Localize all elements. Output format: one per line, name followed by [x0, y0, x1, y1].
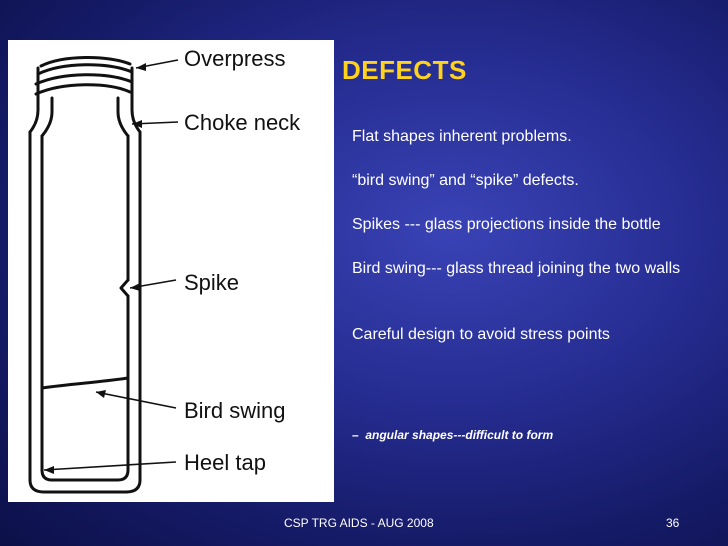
body-line-bird-swing: Bird swing--- glass thread joining the t…: [352, 260, 681, 277]
thread-ring: [34, 83, 132, 96]
bottle-defects-diagram: Overpress Choke neck Spike Bird swing He…: [8, 40, 334, 502]
body-line-spikes: Spikes --- glass projections inside the …: [352, 216, 661, 233]
thread-ring-top: [39, 56, 132, 68]
footer-text: CSP TRG AIDS - AUG 2008: [284, 516, 434, 530]
label-spike: Spike: [184, 270, 239, 295]
body-line-careful-design: Careful design to avoid stress points: [352, 326, 610, 343]
bird-swing-defect: [40, 376, 130, 390]
slide-body: Flat shapes inherent problems. “bird swi…: [352, 126, 692, 346]
sub-bullet-text: angular shapes---difficult to form: [365, 428, 554, 442]
label-overpress: Overpress: [184, 46, 285, 71]
label-choke-neck: Choke neck: [184, 110, 301, 135]
thread-ring: [36, 63, 134, 76]
body-line-flat-shapes: Flat shapes inherent problems.: [352, 128, 572, 145]
bullet-marker: –: [352, 428, 366, 442]
body-line-defects: “bird swing” and “spike” defects.: [352, 172, 579, 189]
spike-defect: [119, 278, 130, 298]
label-bird-swing: Bird swing: [184, 398, 285, 423]
sub-bullet: – angular shapes---difficult to form: [352, 428, 553, 442]
page-number: 36: [666, 516, 680, 530]
bottle-diagram-svg: Overpress Choke neck Spike Bird swing He…: [28, 46, 301, 494]
label-heel-tap: Heel tap: [184, 450, 266, 475]
thread-ring: [34, 73, 134, 86]
